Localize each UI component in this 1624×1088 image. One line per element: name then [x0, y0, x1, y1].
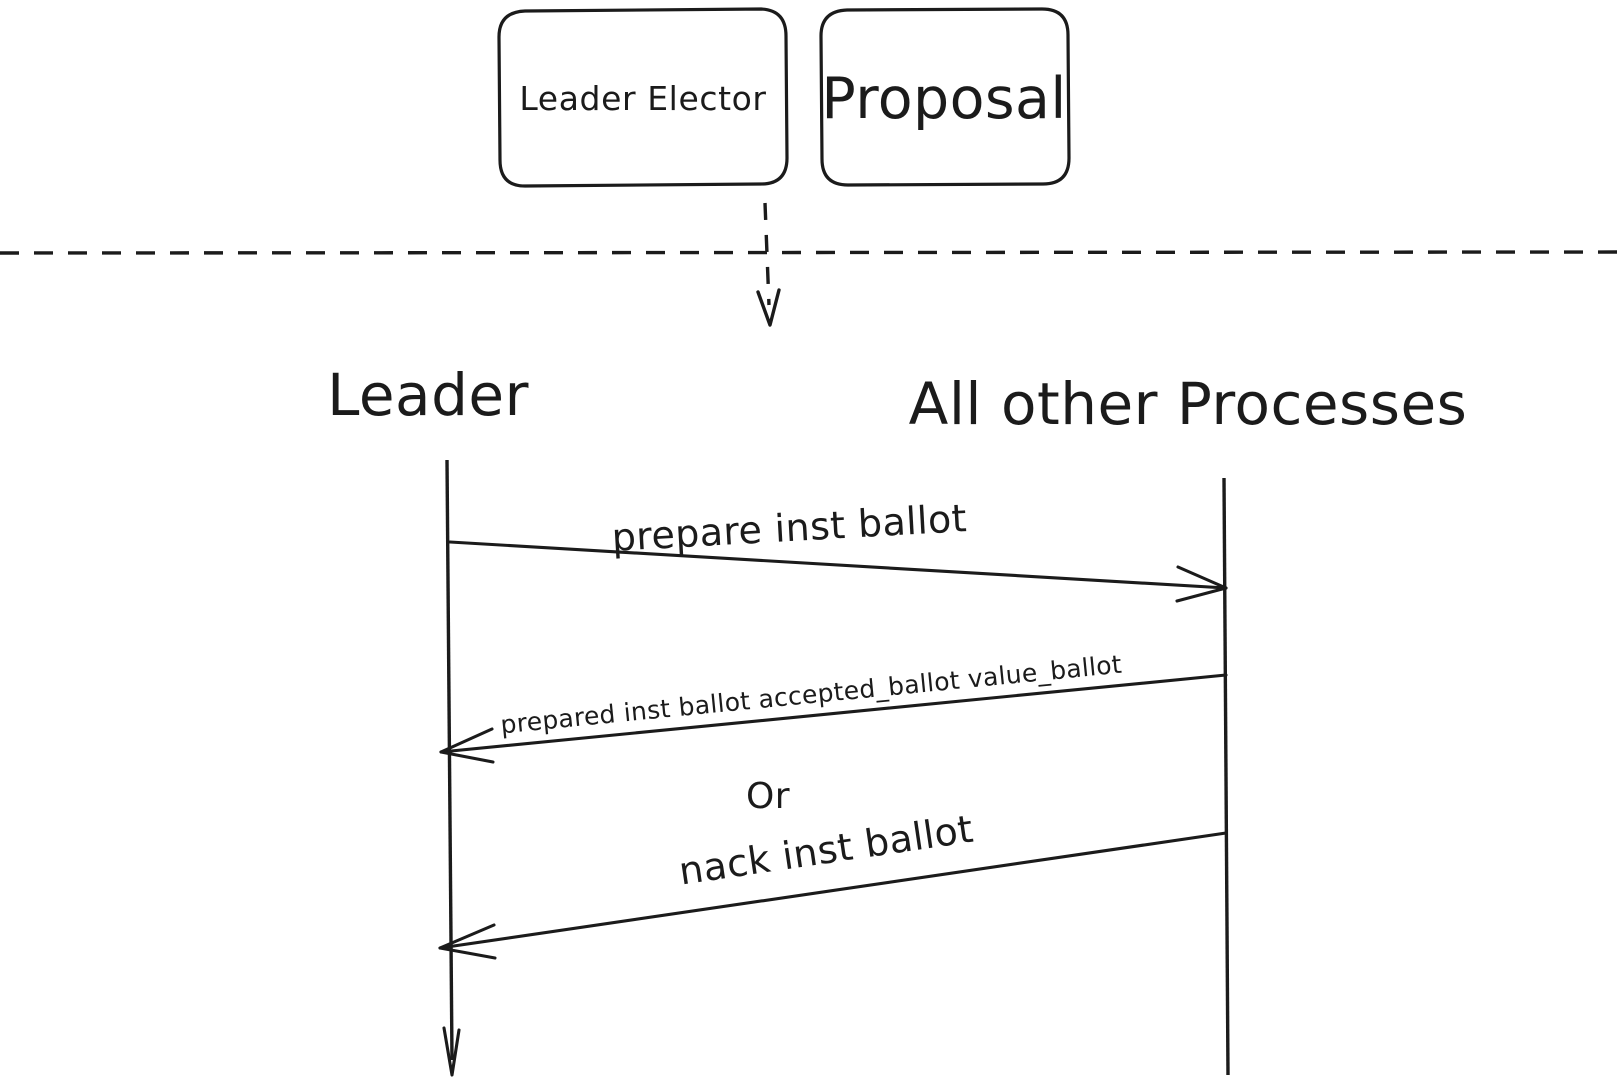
message-nack-inst-ballot-arrowhead — [438, 923, 497, 960]
message-nack-inst-ballot[interactable]: nack inst ballot — [438, 807, 1228, 960]
actor-titles-group: Leader All other Processes — [327, 361, 1467, 438]
box-proposal-outline — [819, 7, 1071, 187]
lifelines-group — [442, 459, 1230, 1077]
message-prepare-inst-ballot-line — [448, 540, 1228, 590]
box-proposal[interactable]: Proposal — [819, 7, 1071, 187]
box-proposal-label: Proposal — [821, 66, 1066, 132]
actor-title-leader: Leader — [327, 361, 529, 429]
message-or-divider: Or — [746, 776, 790, 817]
box-leader-elector-label: Leader Elector — [519, 79, 766, 118]
separator-group — [0, 202, 1624, 327]
message-prepare-inst-ballot[interactable]: prepare inst ballot — [448, 496, 1228, 603]
lifeline-leader — [445, 459, 454, 1061]
message-nack-inst-ballot-line — [438, 831, 1228, 950]
box-leader-elector-outline — [497, 7, 789, 188]
lifeline-leader-end-arrow — [442, 1026, 461, 1077]
top-boxes-group: Leader Elector Proposal — [497, 7, 1071, 188]
down-arrow-icon — [756, 288, 781, 327]
message-prepared-inst-ballot-line — [439, 673, 1228, 754]
message-nack-inst-ballot-label: nack inst ballot — [676, 807, 976, 894]
horizontal-dashed-separator — [0, 250, 1624, 255]
box-leader-elector[interactable]: Leader Elector — [497, 7, 789, 188]
message-prepared-inst-ballot-arrowhead — [439, 727, 495, 764]
message-prepare-inst-ballot-label: prepare inst ballot — [611, 496, 969, 560]
message-prepare-inst-ballot-arrowhead — [1175, 565, 1228, 603]
message-prepared-inst-ballot[interactable]: prepared inst ballot accepted_ballot val… — [439, 650, 1228, 764]
lifeline-all-other-processes — [1222, 477, 1230, 1076]
message-or-label: Or — [746, 776, 790, 817]
actor-title-all-other-processes: All other Processes — [909, 370, 1468, 438]
